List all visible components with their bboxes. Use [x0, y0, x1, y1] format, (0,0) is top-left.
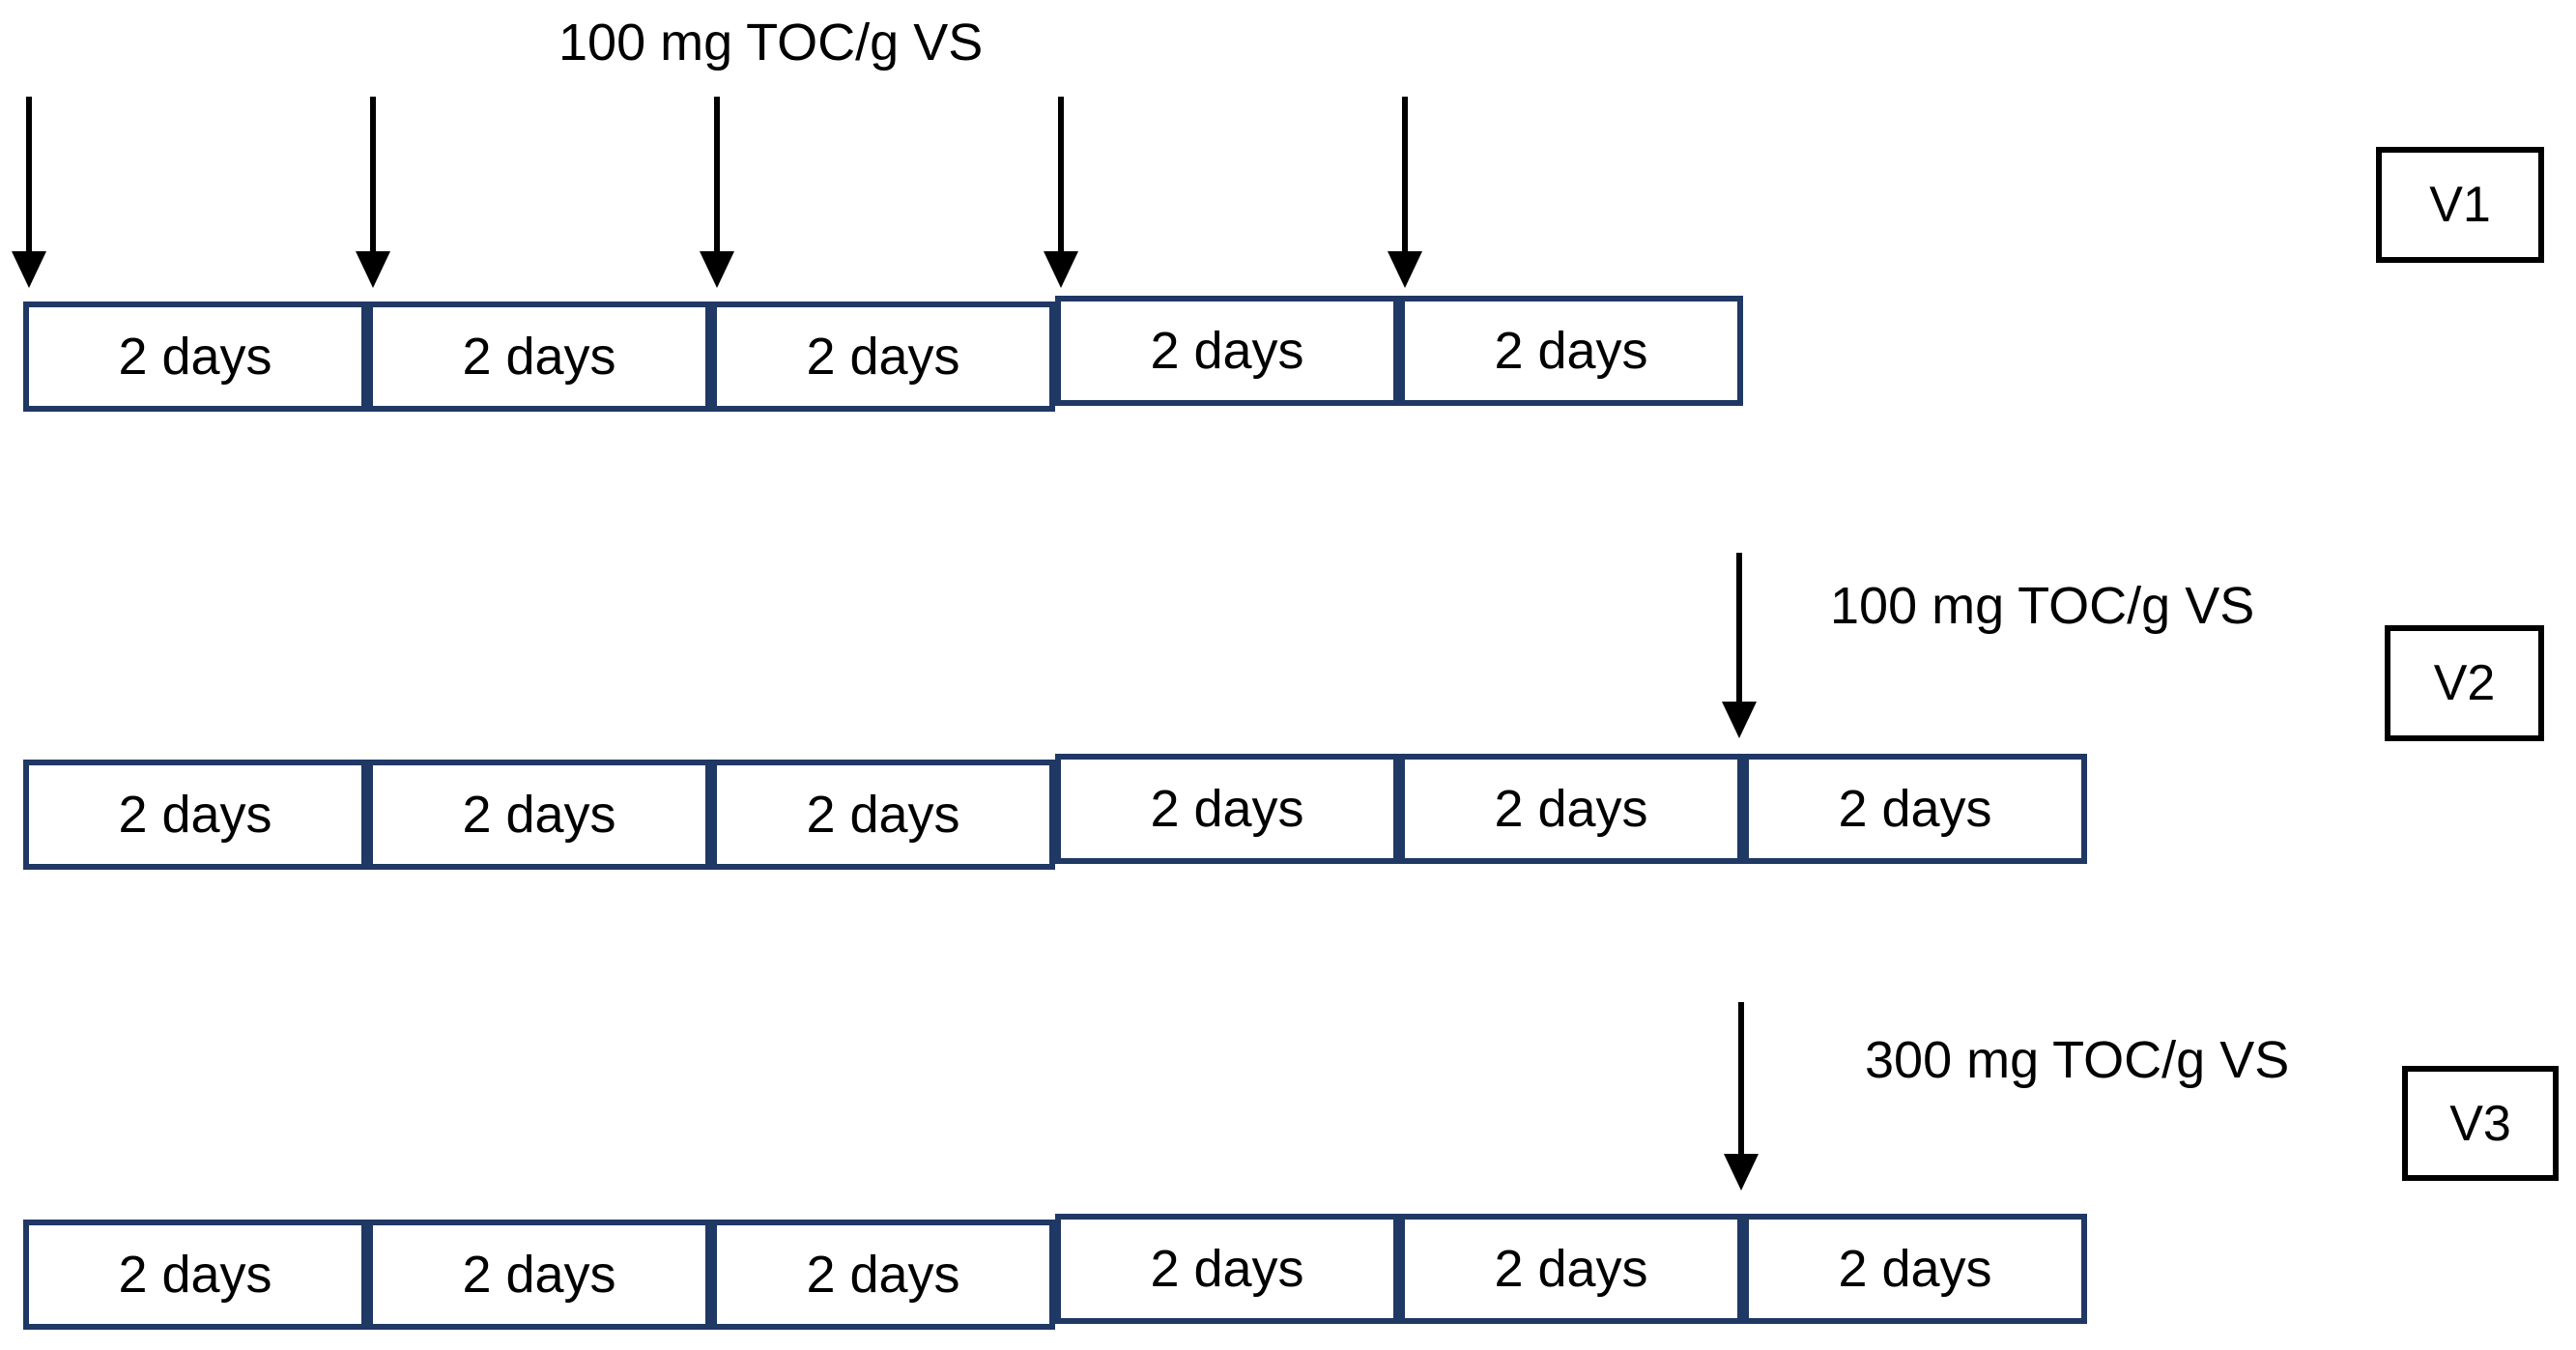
arrow-stem [714, 97, 720, 253]
timeline-box: 2 days [23, 302, 367, 412]
timeline-box: 2 days [1399, 296, 1743, 406]
down-arrow [1044, 97, 1078, 288]
timeline-box: 2 days [1399, 1214, 1743, 1324]
arrow-head [1044, 251, 1078, 288]
arrow-stem [1738, 1002, 1744, 1156]
timeline-box: 2 days [711, 1220, 1055, 1330]
timeline-box: 2 days [23, 760, 367, 870]
variant-label-box: V3 [2402, 1066, 2559, 1181]
arrow-head [356, 251, 390, 288]
arrow-stem [370, 97, 376, 253]
variant-label: V1 [2429, 177, 2491, 233]
arrow-head [700, 251, 734, 288]
timeline-box: 2 days [1743, 754, 2087, 864]
down-arrow [1722, 553, 1757, 738]
timeline-box: 2 days [711, 760, 1055, 870]
timeline-box: 2 days [1055, 296, 1399, 406]
timeline-box: 2 days [1055, 1214, 1399, 1324]
down-arrow [1724, 1002, 1759, 1191]
arrow-stem [26, 97, 32, 253]
down-arrow [12, 97, 46, 288]
variant-label: V3 [2449, 1095, 2511, 1152]
timeline-box: 2 days [1399, 754, 1743, 864]
timeline-box: 2 days [367, 760, 711, 870]
timeline-box: 2 days [367, 302, 711, 412]
timeline-box: 2 days [23, 1220, 367, 1330]
arrow-stem [1058, 97, 1064, 253]
timeline-box: 2 days [1055, 754, 1399, 864]
dose-annotation-v3: 300 mg TOC/g VS [1865, 1031, 2290, 1089]
arrow-head [1722, 702, 1757, 738]
variant-label-box: V2 [2385, 625, 2544, 741]
timeline-box: 2 days [711, 302, 1055, 412]
down-arrow [700, 97, 734, 288]
dose-annotation-v2: 100 mg TOC/g VS [1830, 577, 2255, 635]
variant-label: V2 [2433, 655, 2496, 711]
timeline-box: 2 days [367, 1220, 711, 1330]
arrow-head [1724, 1154, 1759, 1191]
variant-label-box: V1 [2376, 147, 2544, 263]
dose-annotation-v1: 100 mg TOC/g VS [558, 14, 984, 72]
arrow-head [1388, 251, 1422, 288]
timeline-box: 2 days [1743, 1214, 2087, 1324]
down-arrow [356, 97, 390, 288]
arrow-head [12, 251, 46, 288]
arrow-stem [1736, 553, 1742, 704]
arrow-stem [1402, 97, 1408, 253]
down-arrow [1388, 97, 1422, 288]
